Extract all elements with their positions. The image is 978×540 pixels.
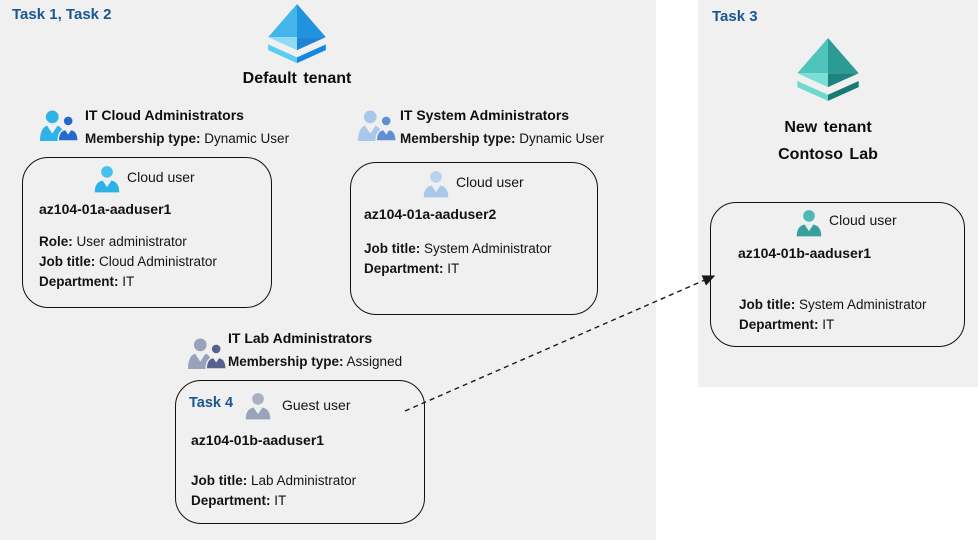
- user-type-label: Cloud user: [127, 169, 195, 185]
- user-card-aaduser1: Cloud user az104-01a-aaduser1 Role: User…: [22, 157, 272, 308]
- group-membership-cloud-admins: Membership type: Dynamic User: [85, 131, 289, 146]
- field-value: Lab Administrator: [251, 473, 357, 488]
- cloud-user-icon: [423, 171, 449, 198]
- field-department: Department: IT: [39, 272, 217, 292]
- field-value: System Administrator: [799, 297, 927, 312]
- field-label: Department:: [191, 493, 271, 508]
- membership-label: Membership type:: [228, 354, 344, 369]
- field-value: Cloud Administrator: [99, 254, 217, 269]
- user-name: az104-01a-aaduser1: [39, 201, 172, 217]
- user-fields: Job title: System Administrator Departme…: [364, 239, 552, 279]
- field-label: Department:: [739, 317, 819, 332]
- new-tenant-title-line1: New tenant: [784, 119, 872, 136]
- field-department: Department: IT: [739, 315, 927, 335]
- group-name-system-admins: IT System Administrators: [400, 107, 570, 123]
- field-value: IT: [122, 274, 135, 289]
- new-tenant-user-card: Cloud user az104-01b-aaduser1 Job title:…: [710, 202, 965, 347]
- group-icon-system-admins: [358, 110, 397, 141]
- field-label: Role:: [39, 234, 73, 249]
- cloud-user-icon: [796, 210, 822, 237]
- user-fields: Job title: Lab Administrator Department:…: [191, 471, 356, 511]
- membership-label: Membership type:: [400, 131, 516, 146]
- field-value: IT: [447, 261, 460, 276]
- group-icon-lab-admins: [188, 338, 227, 369]
- field-job-title: Job title: Lab Administrator: [191, 471, 356, 491]
- group-name-lab-admins: IT Lab Administrators: [228, 330, 373, 346]
- user-type-label: Cloud user: [829, 212, 897, 228]
- field-value: User administrator: [76, 234, 187, 249]
- field-label: Department:: [364, 261, 444, 276]
- field-value: IT: [822, 317, 835, 332]
- user-fields: Role: User administrator Job title: Clou…: [39, 232, 217, 292]
- user-card-aaduser2: Cloud user az104-01a-aaduser2 Job title:…: [350, 162, 598, 315]
- task-1-2-label: Task 1, Task 2: [12, 6, 112, 23]
- user-type-label: Cloud user: [456, 174, 524, 190]
- field-department: Department: IT: [191, 491, 356, 511]
- guest-user-card: Task 4 Guest user az104-01b-aaduser1 Job…: [175, 380, 425, 524]
- new-tenant-icon: [797, 38, 859, 101]
- membership-value: Dynamic User: [204, 131, 290, 146]
- field-label: Job title:: [364, 241, 421, 256]
- group-name-cloud-admins: IT Cloud Administrators: [85, 107, 244, 123]
- group-icon-cloud-admins: [40, 110, 79, 141]
- field-label: Job title:: [739, 297, 796, 312]
- field-label: Job title:: [191, 473, 248, 488]
- user-fields: Job title: System Administrator Departme…: [739, 295, 927, 335]
- group-membership-lab-admins: Membership type: Assigned: [228, 354, 402, 369]
- group-membership-system-admins: Membership type: Dynamic User: [400, 131, 604, 146]
- field-job-title: Job title: System Administrator: [739, 295, 927, 315]
- membership-label: Membership type:: [85, 131, 201, 146]
- user-type-label: Guest user: [282, 397, 351, 413]
- field-role: Role: User administrator: [39, 232, 217, 252]
- field-value: IT: [274, 493, 287, 508]
- new-tenant-title-line2: Contoso Lab: [778, 146, 878, 163]
- user-name: az104-01a-aaduser2: [364, 206, 497, 222]
- field-label: Job title:: [39, 254, 96, 269]
- field-job-title: Job title: System Administrator: [364, 239, 552, 259]
- default-tenant-panel: [0, 0, 656, 540]
- guest-user-icon: [245, 393, 271, 420]
- membership-value: Assigned: [346, 354, 403, 369]
- task-4-label: Task 4: [189, 395, 234, 411]
- user-name: az104-01b-aaduser1: [191, 432, 325, 448]
- field-value: System Administrator: [424, 241, 552, 256]
- task-3-label: Task 3: [712, 8, 758, 25]
- field-job-title: Job title: Cloud Administrator: [39, 252, 217, 272]
- field-label: Department:: [39, 274, 119, 289]
- default-tenant-title: Default tenant: [242, 70, 352, 87]
- user-name: az104-01b-aaduser1: [738, 245, 872, 261]
- field-department: Department: IT: [364, 259, 552, 279]
- cloud-user-icon: [94, 166, 120, 193]
- membership-value: Dynamic User: [519, 131, 605, 146]
- default-tenant-icon: [268, 4, 326, 64]
